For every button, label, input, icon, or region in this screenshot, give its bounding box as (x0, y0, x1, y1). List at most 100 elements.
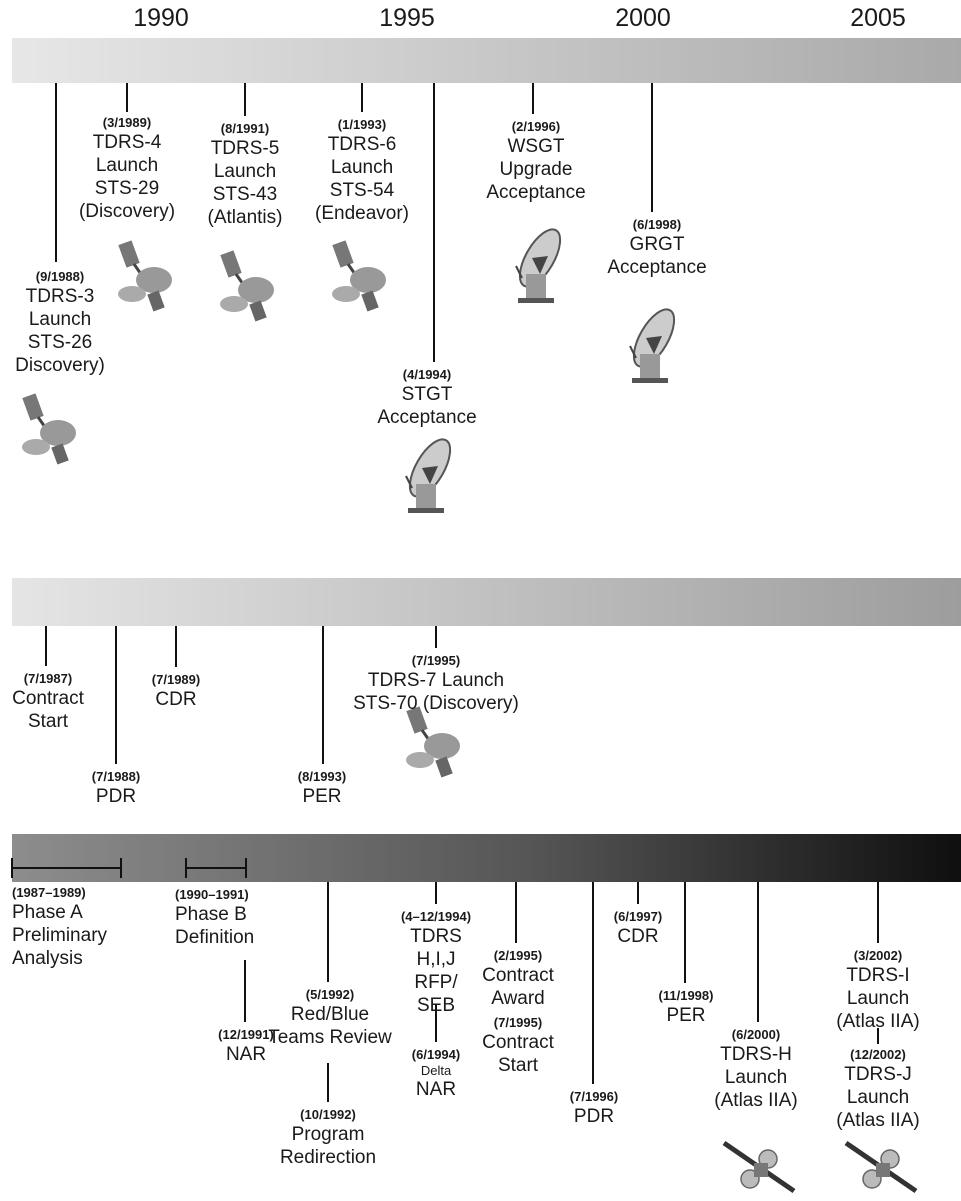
event-date: (3/1989) (102, 115, 152, 130)
event-contract-start-1995: (7/1995) Contract Start (482, 1014, 554, 1077)
event-grgt-acceptance: (6/1998) GRGT Acceptance (607, 216, 706, 279)
tdrs-satellite-icon (20, 391, 78, 467)
event-label: Contract (482, 1032, 554, 1053)
event-wsgt-upgrade-acceptance: (2/1996) WSGT Upgrade Acceptance (486, 118, 585, 204)
event-label: TDRS-3 (25, 286, 95, 307)
event-tdrs-h-launch: (6/2000) TDRS-H Launch (Atlas IIA) (714, 1026, 797, 1112)
event-label: NAR (415, 1079, 457, 1100)
event-label: Launch (846, 988, 910, 1009)
event-label: TDRS-J (844, 1064, 912, 1085)
event-label: Launch (95, 155, 159, 176)
event-date: (7/1987) (23, 671, 73, 686)
event-date: (5/1992) (305, 987, 355, 1002)
event-date: (4–12/1994) (400, 909, 472, 924)
tdrs-satellite-icon (218, 248, 276, 324)
event-label: STGT (401, 384, 453, 405)
event-date: (10/1992) (300, 1107, 356, 1122)
event-label: (Discovery) (78, 201, 176, 222)
event-label: GRGT (629, 234, 685, 255)
event-date: (12/1991) (218, 1027, 274, 1042)
event-date: (6/1998) (632, 217, 682, 232)
tdrs-satellite-icon (116, 238, 174, 314)
event-label: Preliminary (12, 925, 108, 946)
event-program-redirection: (10/1992) Program Redirection (280, 1106, 376, 1169)
event-date: (3/2002) (853, 948, 903, 963)
event-date: (1987–1989) (12, 885, 86, 900)
event-date: (7/1989) (151, 672, 201, 687)
event-label: STS-43 (212, 184, 278, 205)
event-label: Definition (175, 927, 255, 948)
event-tdrs-j-launch: (12/2002) TDRS-J Launch (Atlas IIA) (836, 1046, 919, 1132)
event-phase-b: (1990–1991) Phase B Definition (175, 886, 254, 949)
event-label: Redirection (279, 1147, 377, 1168)
year-label: 2005 (850, 4, 906, 32)
event-cdr-1997: (6/1997) CDR (614, 908, 662, 948)
event-per-1993: (8/1993) PER (298, 768, 346, 808)
event-phase-a: (1987–1989) Phase A Preliminary Analysis (12, 884, 107, 970)
event-label: Start (497, 1055, 539, 1076)
event-label: (Atlas IIA) (836, 1110, 920, 1131)
event-date: (9/1988) (35, 269, 85, 284)
event-tdrs-5-launch: (8/1991) TDRS-5 Launch STS-43 (Atlantis) (208, 120, 283, 229)
event-label: Phase B (175, 904, 247, 925)
event-date: (11/1998) (658, 988, 714, 1003)
event-label: WSGT (507, 136, 565, 157)
ground-antenna-icon (624, 302, 684, 384)
event-pdr-1988: (7/1988) PDR (92, 768, 140, 808)
event-label: Launch (724, 1067, 788, 1088)
event-label: (Endeavor) (315, 203, 409, 224)
year-label: 1995 (379, 4, 435, 32)
event-label: Start (27, 711, 69, 732)
event-label: TDRS-5 (210, 138, 280, 159)
event-date: (2/1996) (511, 119, 561, 134)
event-tdrs-3-launch: (9/1988) TDRS-3 Launch STS-26 Discovery) (15, 268, 105, 377)
event-red-blue-teams-review: (5/1992) Red/Blue Teams Review (268, 986, 392, 1049)
event-date: (4/1994) (402, 367, 452, 382)
event-date: (7/1988) (91, 769, 141, 784)
event-label: Launch (330, 157, 394, 178)
event-label: TDRS (410, 926, 462, 947)
event-label: PDR (573, 1106, 615, 1127)
event-label: STS-29 (94, 178, 160, 199)
event-label: CDR (617, 926, 659, 947)
event-label: (Atlas IIA) (714, 1090, 798, 1111)
event-label: (Atlas IIA) (836, 1011, 920, 1032)
event-label: Acceptance (486, 182, 586, 203)
event-label: Award (491, 988, 545, 1009)
event-label: Acceptance (377, 407, 477, 428)
event-date: (8/1993) (297, 769, 347, 784)
event-per-1998: (11/1998) PER (659, 987, 714, 1027)
event-label: Red/Blue (290, 1004, 370, 1025)
event-date: (7/1995) (411, 653, 461, 668)
event-label: Analysis (12, 948, 83, 969)
event-stgt-acceptance: (4/1994) STGT Acceptance (377, 366, 476, 429)
ground-antenna-icon (510, 222, 570, 304)
tdrs-h-satellite-icon (846, 1143, 916, 1191)
event-date: (6/2000) (731, 1027, 781, 1042)
event-label: STS-26 (27, 332, 93, 353)
event-tdrs-i-launch: (3/2002) TDRS-I Launch (Atlas IIA) (836, 947, 919, 1033)
event-label: Contract (12, 688, 84, 709)
event-delta-nar-1994: (6/1994) Delta NAR (412, 1046, 460, 1101)
event-label: (Atlantis) (207, 207, 283, 228)
event-label: Acceptance (607, 257, 707, 278)
event-label: SEB (416, 995, 456, 1016)
event-label: TDRS-4 (92, 132, 162, 153)
event-label: TDRS-I (846, 965, 910, 986)
year-label: 1990 (133, 4, 189, 32)
event-date: (1/1993) (337, 117, 387, 132)
event-label: Teams Review (268, 1027, 392, 1048)
event-date: (2/1995) (493, 948, 543, 963)
event-date: (7/1995) (493, 1015, 543, 1030)
event-label: Program (291, 1124, 365, 1145)
ground-antenna-icon (400, 432, 460, 514)
timeline-band-tdrs-first-generation (12, 38, 961, 83)
event-contract-start-1987: (7/1987) Contract Start (12, 670, 84, 733)
event-nar-1991: (12/1991) NAR (218, 1026, 274, 1066)
event-label: RFP/ (414, 972, 458, 993)
event-label: TDRS-H (720, 1044, 792, 1065)
event-tdrs-6-launch: (1/1993) TDRS-6 Launch STS-54 (Endeavor) (315, 116, 409, 225)
event-label: STS-70 (Discovery) (353, 693, 519, 714)
event-label: PDR (95, 786, 137, 807)
